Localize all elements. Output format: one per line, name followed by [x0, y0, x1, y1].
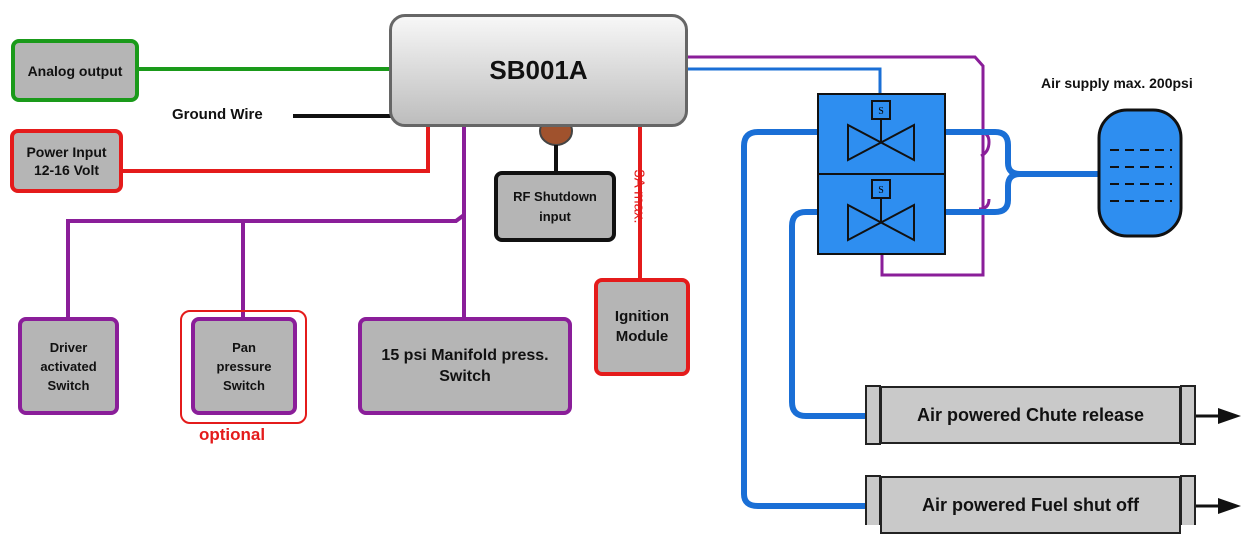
ignition-module-box: Ignition Module — [594, 278, 690, 376]
pan-switch-line2: pressure — [216, 358, 272, 374]
optional-label: optional — [199, 425, 266, 444]
optional-frame — [180, 310, 307, 424]
ignition-module-line2: Module — [615, 328, 669, 345]
analog-output-box: Analog output — [11, 39, 139, 102]
rf-shutdown-box: RF Shutdown input — [494, 171, 616, 242]
air-supply-label: Air supply max. 200psi — [1041, 75, 1193, 91]
ground-wire-label: Ground Wire — [172, 106, 263, 123]
valve-symbols — [847, 100, 915, 242]
fuel-output-arrow — [1195, 498, 1241, 514]
power-wire — [122, 126, 430, 173]
current-limit-label: 3A max. — [630, 169, 648, 224]
ignition-module-line1: Ignition — [614, 308, 670, 325]
chute-release-label: Air powered Chute release — [916, 404, 1145, 425]
power-input-line2: 12-16 Volt — [33, 162, 100, 178]
rf-shutdown-line2: input — [539, 208, 571, 224]
chute-output-arrow — [1195, 408, 1241, 424]
power-input-box: Power Input 12-16 Volt — [10, 129, 123, 193]
signal-air-line — [686, 67, 882, 96]
chute-air-line — [789, 209, 866, 419]
main-unit-box: SB001A — [389, 14, 688, 127]
air-supply-line-upper — [945, 129, 1098, 177]
air-supply-line-lower — [945, 171, 1021, 215]
chute-release-actuator: Air powered Chute release — [880, 386, 1181, 444]
air-tank — [1097, 108, 1183, 238]
valve-upper-symbol: S — [878, 106, 884, 117]
fuel-shutoff-air-line — [741, 129, 866, 509]
manifold-switch-line2: Switch — [439, 368, 491, 385]
manifold-switch-line1: 15 psi Manifold press. — [381, 347, 549, 364]
fuel-shutoff-actuator: Air powered Fuel shut off — [880, 476, 1181, 534]
pan-switch-line1: Pan — [232, 339, 256, 355]
driver-switch-wire — [66, 213, 466, 322]
driver-switch-line2: activated — [40, 358, 97, 374]
rf-shutdown-line1: RF Shutdown — [513, 188, 597, 204]
driver-switch-line3: Switch — [47, 377, 90, 393]
air-tank-level-lines — [1110, 149, 1172, 202]
fuel-shutoff-label: Air powered Fuel shut off — [921, 494, 1139, 515]
analog-output-label: Analog output — [27, 62, 123, 79]
pan-switch-line3: Switch — [223, 377, 265, 393]
driver-switch-line1: Driver — [49, 339, 88, 355]
power-input-line1: Power Input — [26, 144, 107, 160]
manifold-switch-box: 15 psi Manifold press. Switch — [358, 317, 572, 415]
main-unit-label: SB001A — [489, 55, 588, 85]
driver-switch-box: Driver activated Switch — [18, 317, 119, 415]
valve-wire — [686, 55, 985, 277]
pan-switch-box: Pan pressure Switch — [191, 317, 297, 415]
valve-lower-symbol: S — [878, 185, 884, 196]
